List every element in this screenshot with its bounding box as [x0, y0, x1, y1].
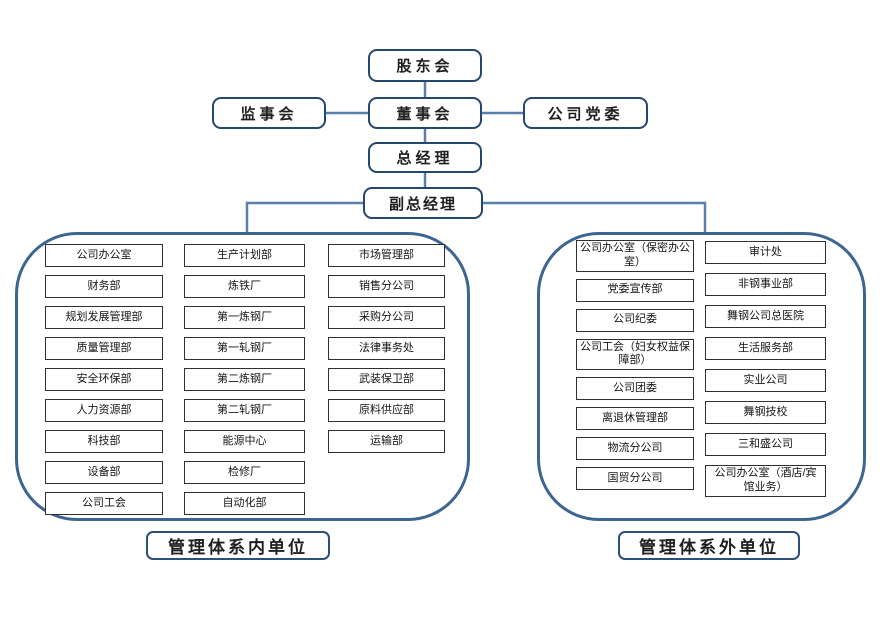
- dept-box: 实业公司: [705, 369, 826, 392]
- external-column-1: 公司办公室（保密办公室） 党委宣传部 公司纪委 公司工会（妇女权益保障部） 公司…: [576, 240, 694, 490]
- dept-box: 第二炼钢厂: [184, 368, 305, 391]
- dept-box: 舞钢公司总医院: [705, 305, 826, 328]
- dept-box: 公司工会（妇女权益保障部）: [576, 338, 694, 370]
- dept-box: 公司办公室: [45, 244, 163, 267]
- dept-box: 安全环保部: [45, 368, 163, 391]
- node-supervisory-board: 监事会: [212, 97, 326, 129]
- line-dgm-external: [483, 201, 707, 234]
- external-units-caption: 管理体系外单位: [618, 531, 800, 560]
- internal-units-caption: 管理体系内单位: [146, 531, 330, 560]
- node-board-of-directors: 董事会: [368, 97, 482, 129]
- dept-box: 检修厂: [184, 461, 305, 484]
- dept-box: 离退休管理部: [576, 407, 694, 430]
- line-dgm-internal: [245, 201, 363, 234]
- dept-box: 原料供应部: [328, 399, 445, 422]
- dept-box: 第一炼钢厂: [184, 306, 305, 329]
- dept-box: 党委宣传部: [576, 278, 694, 302]
- dept-box: 运输部: [328, 430, 445, 453]
- dept-box: 舞钢技校: [705, 401, 826, 424]
- dept-box: 物流分公司: [576, 437, 694, 460]
- dept-box: 非钢事业部: [705, 273, 826, 296]
- dept-box: 公司办公室（保密办公室）: [576, 240, 694, 272]
- node-shareholders: 股东会: [368, 49, 482, 82]
- dept-box: 市场管理部: [328, 244, 445, 267]
- node-party-committee: 公司党委: [523, 97, 648, 129]
- dept-box: 公司办公室（酒店/宾馆业务）: [705, 465, 826, 497]
- dept-box: 科技部: [45, 430, 163, 453]
- dept-box: 公司团委: [576, 377, 694, 400]
- node-deputy-general-manager: 副总经理: [363, 187, 483, 219]
- dept-box: 公司纪委: [576, 308, 694, 332]
- dept-box: 法律事务处: [328, 337, 445, 360]
- dept-box: 三和盛公司: [705, 433, 826, 456]
- dept-box: 生活服务部: [705, 337, 826, 360]
- dept-box: 人力资源部: [45, 399, 163, 422]
- dept-box: 第一轧钢厂: [184, 337, 305, 360]
- dept-box: 国贸分公司: [576, 467, 694, 490]
- dept-box: 财务部: [45, 275, 163, 298]
- dept-box: 公司工会: [45, 492, 163, 515]
- dept-box: 生产计划部: [184, 244, 305, 267]
- dept-box: 规划发展管理部: [45, 306, 163, 329]
- internal-column-3: 市场管理部 销售分公司 采购分公司 法律事务处 武装保卫部 原料供应部 运输部: [328, 244, 445, 453]
- dept-box: 设备部: [45, 461, 163, 484]
- dept-box: 销售分公司: [328, 275, 445, 298]
- internal-column-2: 生产计划部 炼铁厂 第一炼钢厂 第一轧钢厂 第二炼钢厂 第二轧钢厂 能源中心 检…: [184, 244, 305, 515]
- dept-box: 采购分公司: [328, 306, 445, 329]
- internal-column-1: 公司办公室 财务部 规划发展管理部 质量管理部 安全环保部 人力资源部 科技部 …: [45, 244, 163, 515]
- dept-box: 炼铁厂: [184, 275, 305, 298]
- dept-box: 质量管理部: [45, 337, 163, 360]
- node-general-manager: 总经理: [368, 142, 482, 173]
- dept-box: 自动化部: [184, 492, 305, 515]
- dept-box: 第二轧钢厂: [184, 399, 305, 422]
- dept-box: 审计处: [705, 241, 826, 264]
- external-column-2: 审计处 非钢事业部 舞钢公司总医院 生活服务部 实业公司 舞钢技校 三和盛公司 …: [705, 241, 826, 497]
- dept-box: 能源中心: [184, 430, 305, 453]
- dept-box: 武装保卫部: [328, 368, 445, 391]
